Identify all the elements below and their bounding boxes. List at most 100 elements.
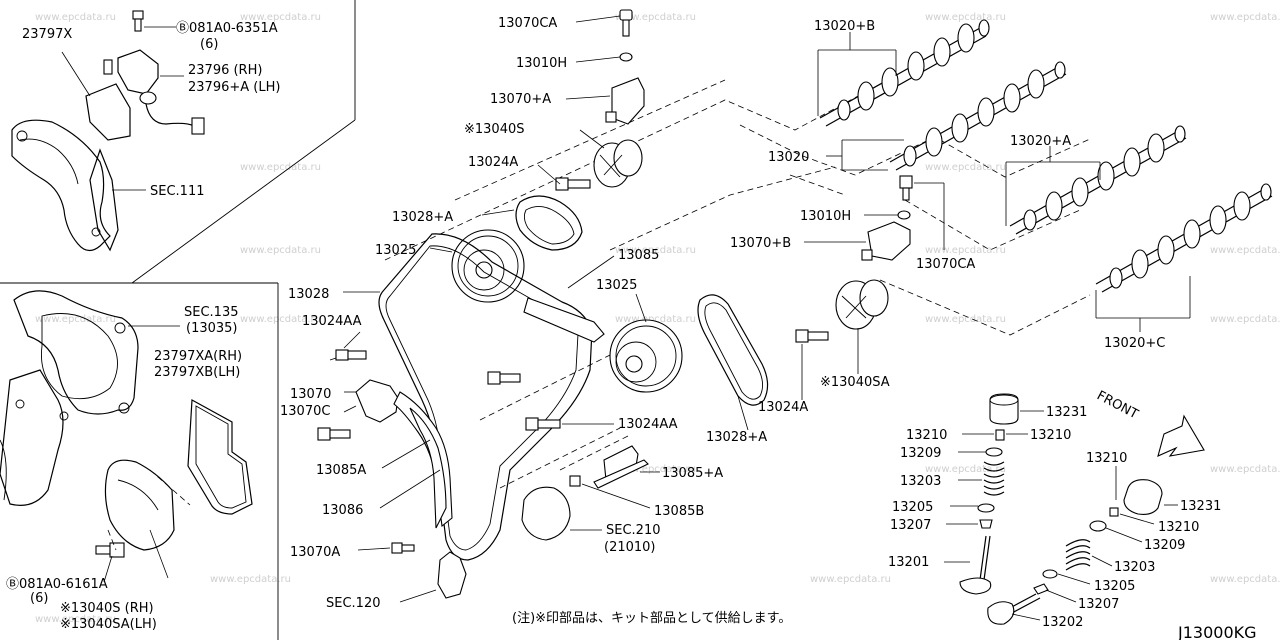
label-13024a-top: 13024A <box>468 155 518 170</box>
diagram-code: J13000KG <box>1177 623 1257 640</box>
camshafts: 13020+B 13020 <box>768 19 1273 351</box>
label-13025-middle: 13025 <box>596 278 637 293</box>
label-13085: 13085 <box>618 248 659 263</box>
cam-sensor-inset: 23797X Ⓑ081A0-6351A (6) 23796 (RH) 23796… <box>11 10 280 252</box>
label-13203-a: 13203 <box>900 474 941 489</box>
water-pump-inset: SEC.135 (13035) 23797XA(RH) 23797XB(LH) … <box>0 290 253 632</box>
kit-parts-footnote: (注)※印部品は、キット部品として供給します。 <box>512 611 791 626</box>
label-13020b: 13020+B <box>814 19 875 34</box>
label-13203-b: 13203 <box>1114 560 1155 575</box>
label-13028a-top: 13028+A <box>392 210 453 225</box>
watermark: www.epcdata.ru <box>240 245 321 256</box>
label-13231-b: 13231 <box>1180 499 1221 514</box>
label-13024aa-right: 13024AA <box>618 417 678 432</box>
watermark: www.epcdata.ru <box>1210 314 1280 325</box>
label-13210-d: 13210 <box>1158 520 1199 535</box>
front-cover-part <box>11 119 111 252</box>
watermark: www.epcdata.ru <box>1210 464 1280 475</box>
label-13040sa: ※13040SA <box>820 375 890 390</box>
secondary-chain-lower: 13028+A <box>697 294 769 445</box>
label-bolt-top-qty: (6) <box>200 37 218 52</box>
label-23796: 23796 (RH) <box>188 63 262 78</box>
label-13086: 13086 <box>322 503 363 518</box>
crank-sprocket <box>437 551 467 599</box>
label-23797x: 23797X <box>22 27 72 42</box>
label-23797xb: 23797XB(LH) <box>154 365 240 380</box>
label-13207-a: 13207 <box>890 518 931 533</box>
label-sec210-sub: (21010) <box>604 540 656 555</box>
watermark: www.epcdata.ru <box>35 314 116 325</box>
label-13070a-bottom: 13070A <box>290 545 340 560</box>
valve-lifter <box>989 393 1019 425</box>
watermark: www.epcdata.ru <box>1210 574 1280 585</box>
label-13070a: 13070+A <box>490 92 551 107</box>
watermark: www.epcdata.ru <box>925 12 1006 23</box>
watermark: www.epcdata.ru <box>240 314 321 325</box>
label-13085-plus-a: 13085+A <box>662 466 723 481</box>
label-13028: 13028 <box>288 287 329 302</box>
watermark: www.epcdata.ru <box>615 245 696 256</box>
label-13020a: 13020+A <box>1010 134 1071 149</box>
label-13085b: 13085B <box>654 504 704 519</box>
watermark: www.epcdata.ru <box>1210 245 1280 256</box>
label-13025-top: 13025 <box>375 243 416 258</box>
front-direction-indicator: FRONT <box>1094 388 1205 457</box>
label-13201: 13201 <box>888 555 929 570</box>
label-13040s: ※13040S <box>464 122 525 137</box>
label-13209-b: 13209 <box>1144 538 1185 553</box>
pump-cover <box>104 459 175 551</box>
watermark: www.epcdata.ru <box>925 162 1006 173</box>
watermark: www.epcdata.ru <box>240 162 321 173</box>
label-13040sa-lh: ※13040SA(LH) <box>60 617 157 632</box>
watermarks: www.epcdata.ru www.epcdata.ru www.epcdat… <box>35 12 1280 625</box>
label-13070b: 13070+B <box>730 236 791 251</box>
label-13070: 13070 <box>290 387 331 402</box>
label-13024a-middle: 13024A <box>758 400 808 415</box>
label-sec135: SEC.135 <box>184 305 239 320</box>
label-13205-b: 13205 <box>1094 579 1135 594</box>
watermark: www.epcdata.ru <box>810 574 891 585</box>
watermark: www.epcdata.ru <box>35 614 116 625</box>
valve-lifter-b <box>1123 479 1163 515</box>
middle-guide-sprocket: 13085 13025 13024AA 13085+A 13085B SEC.2… <box>487 248 723 555</box>
lower-tensioner <box>355 379 399 423</box>
watermark: www.epcdata.ru <box>210 574 291 585</box>
watermark: www.epcdata.ru <box>615 464 696 475</box>
upper-chain-guide <box>523 297 605 343</box>
camshaft-13020b: 13020+B <box>814 19 990 127</box>
label-13210-b: 13210 <box>1030 428 1071 443</box>
panel-frames <box>0 0 356 640</box>
label-sec210: SEC.210 <box>606 523 661 538</box>
label-13010h-middle: 13010H <box>800 209 851 224</box>
label-13070c: 13070C <box>280 404 330 419</box>
label-bolt-081a0-6161a: Ⓑ081A0-6161A <box>6 577 108 592</box>
label-23796a: 23796+A (LH) <box>188 80 280 95</box>
watermark: www.epcdata.ru <box>925 245 1006 256</box>
intake-valve <box>959 577 992 595</box>
left-guides: 13024AA 13070 13070C 13085A 13086 13070A… <box>280 314 467 611</box>
label-23797xa: 23797XA(RH) <box>154 349 242 364</box>
label-13070ca-top: 13070CA <box>498 16 557 31</box>
label-sec111: SEC.111 <box>150 184 205 199</box>
upper-tensioner: 13070CA 13010H 13070+A <box>490 9 645 125</box>
watermark: www.epcdata.ru <box>615 314 696 325</box>
label-13028a-middle: 13028+A <box>706 430 767 445</box>
gasket <box>187 399 253 515</box>
valve-assembly-intake: 13231 13210 13210 13209 13203 13205 1320… <box>888 393 1087 595</box>
label-13231-a: 13231 <box>1046 405 1087 420</box>
valve-spring <box>983 461 1005 496</box>
watermark: www.epcdata.ru <box>925 464 1006 475</box>
watermark: www.epcdata.ru <box>1210 12 1280 23</box>
valve-spring-b <box>1065 539 1091 571</box>
label-13207-b: 13207 <box>1078 597 1119 612</box>
watermark: www.epcdata.ru <box>35 12 116 23</box>
front-arrow-icon <box>1157 414 1205 457</box>
label-bolt-081a0-6351a: Ⓑ081A0-6351A <box>176 21 278 36</box>
valve-assembly-exhaust: 13210 13231 13210 13209 13203 13205 1320… <box>987 451 1221 630</box>
watermark: www.epcdata.ru <box>925 314 1006 325</box>
front-label: FRONT <box>1094 388 1140 422</box>
label-13010h-top: 13010H <box>516 56 567 71</box>
right-vtc-sprocket: 13024A ※13040SA 13010H 13070+B 13070CA <box>730 175 975 415</box>
label-13024aa-left: 13024AA <box>302 314 362 329</box>
